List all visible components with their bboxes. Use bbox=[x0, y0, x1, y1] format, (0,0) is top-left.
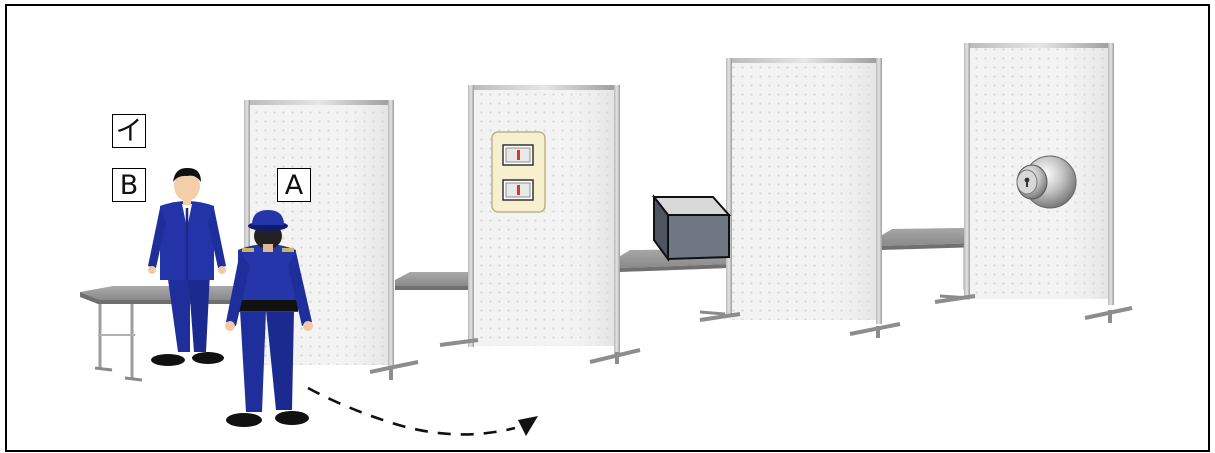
box bbox=[654, 197, 729, 259]
label-a: A bbox=[277, 168, 311, 202]
label-b: B bbox=[112, 168, 146, 202]
panel-3 bbox=[700, 58, 900, 338]
label-i: イ bbox=[112, 114, 146, 148]
panel-2 bbox=[440, 85, 640, 364]
switch-plate bbox=[492, 132, 545, 212]
dashed-arrow bbox=[308, 388, 538, 436]
person-b bbox=[148, 168, 226, 366]
